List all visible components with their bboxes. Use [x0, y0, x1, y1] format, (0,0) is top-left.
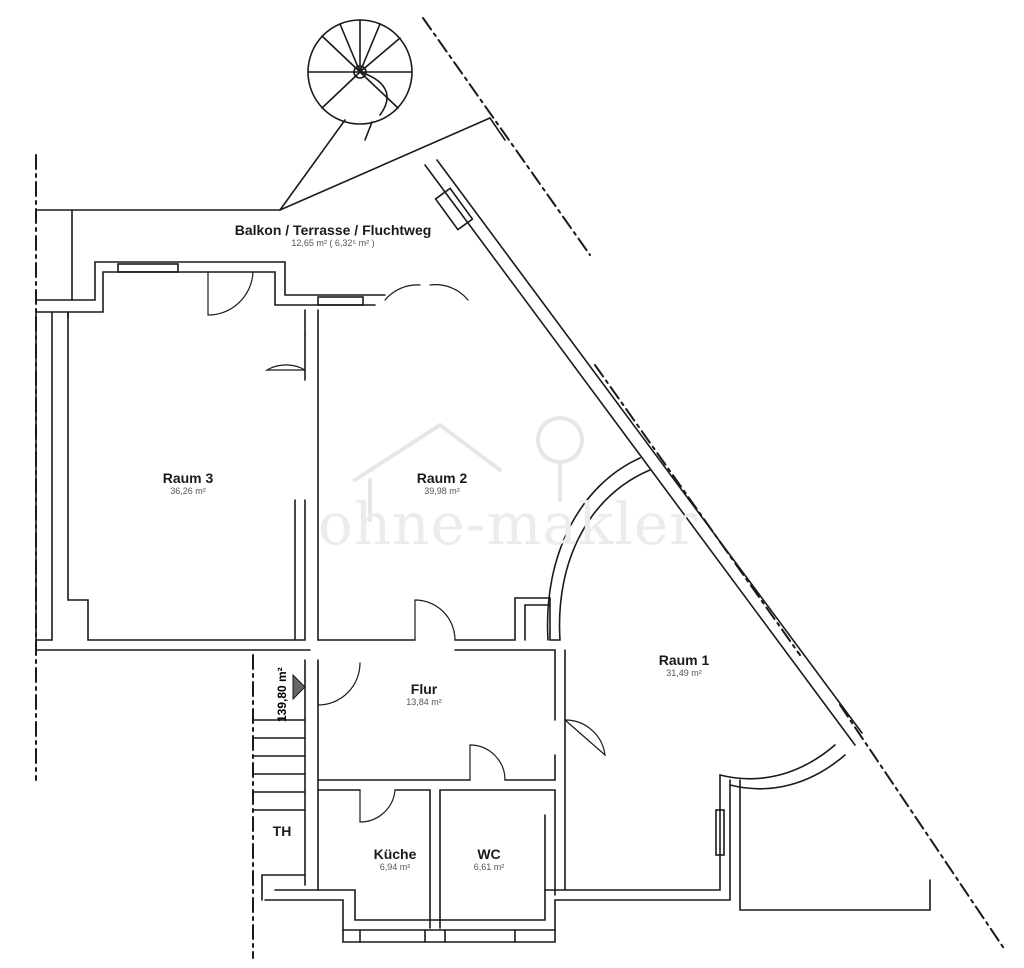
room-area: 36,26 m² [170, 486, 206, 496]
room-kueche: Küche 6,94 m² [374, 846, 417, 873]
room-area: 13,84 m² [406, 697, 442, 707]
interior-walls [35, 309, 846, 929]
stair-steps [252, 719, 306, 901]
room-flur: Flur 13,84 m² [406, 681, 442, 708]
stair-label: TH [272, 823, 292, 839]
room-area: 31,49 m² [666, 668, 702, 678]
property-line [35, 17, 1006, 959]
room-name: WC [477, 846, 501, 862]
spiral-stair [279, 19, 413, 211]
room-raum-3: Raum 3 36,26 m² [163, 470, 214, 497]
room-area: 6,94 m² [379, 862, 411, 872]
room-name: Raum 3 [162, 470, 214, 486]
room-name: Flur [410, 681, 438, 697]
balcony-name: Balkon / Terrasse / Fluchtweg [234, 222, 432, 238]
watermark-text: ohne-makler [318, 490, 698, 558]
exterior-walls [35, 159, 931, 943]
balcony-outline [35, 117, 506, 301]
room-wc: WC 6,61 m² [474, 846, 505, 873]
watermark-logo [353, 416, 584, 522]
windows [117, 263, 725, 856]
room-name: Küche [373, 846, 417, 862]
balcony-label: Balkon / Terrasse / Fluchtweg 12,65 m² (… [235, 222, 432, 249]
room-raum-1: Raum 1 31,49 m² [659, 652, 710, 679]
room-area: 6,61 m² [473, 862, 505, 872]
room-area: 39,98 m² [424, 486, 460, 496]
room-name: Raum 2 [416, 470, 468, 486]
balcony-area: 12,65 m² ( 6,32⁵ m² ) [291, 238, 375, 248]
area-marker [292, 673, 306, 701]
doors [207, 271, 606, 823]
room-name: Raum 1 [658, 652, 710, 668]
room-raum-2: Raum 2 39,98 m² [417, 470, 468, 497]
total-area-label: 139,80 m² [275, 667, 289, 722]
